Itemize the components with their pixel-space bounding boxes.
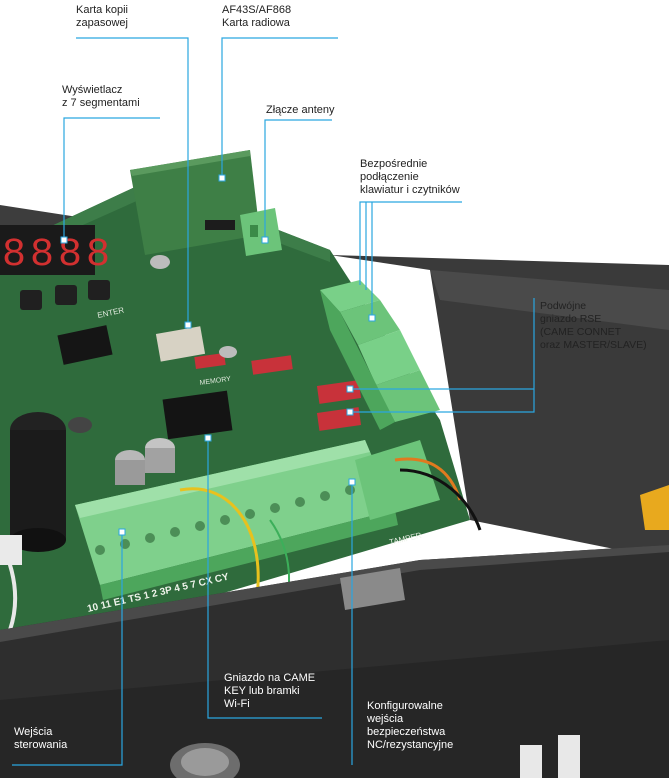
came-key-socket bbox=[162, 390, 233, 440]
yellow-wire bbox=[179, 487, 260, 611]
seven-segment-display: 8888 bbox=[0, 225, 114, 278]
push-buttons: ENTER bbox=[20, 280, 125, 320]
processor-chip bbox=[57, 325, 113, 365]
label-rse: Podwójne gniazdo RSE (CAME CONNET oraz M… bbox=[540, 300, 647, 351]
callout-lines bbox=[12, 37, 535, 766]
label-antenna: Złącze anteny bbox=[266, 104, 335, 116]
label-keypads: Bezpośrednie podłączenie klawiatur i czy… bbox=[360, 158, 460, 196]
orange-part bbox=[640, 485, 669, 530]
orange-wire bbox=[394, 457, 462, 501]
enclosure-back-wall bbox=[330, 255, 669, 560]
black-wire bbox=[399, 468, 482, 531]
backup-card-slot bbox=[155, 326, 206, 362]
metal-clip bbox=[340, 568, 405, 610]
label-backup-card: Karta kopii zapasowej bbox=[76, 4, 128, 29]
label-radio-card: AF43S/AF868 Karta radiowa bbox=[222, 4, 292, 29]
label-came-key: Gniazdo na CAME KEY lub bramki Wi-Fi bbox=[224, 672, 316, 710]
label-control-inputs: Wejścia sterowania bbox=[14, 726, 68, 751]
keypad-terminals bbox=[320, 280, 440, 430]
bottom-terminal-strip bbox=[75, 440, 398, 600]
red-connector bbox=[251, 355, 293, 375]
capacitors bbox=[10, 255, 237, 552]
memory-connector bbox=[194, 352, 226, 370]
callout-markers bbox=[60, 174, 376, 536]
enclosure-marking bbox=[520, 745, 542, 778]
label-safety-inputs: Konfigurowalne wejścia bezpieczeństwa NC… bbox=[367, 700, 454, 751]
memory-label: MEMORY bbox=[199, 376, 231, 387]
white-connector bbox=[0, 535, 22, 565]
display-digits: 8888 bbox=[2, 233, 114, 278]
antenna-connector bbox=[240, 208, 282, 256]
label-display: Wyświetlacz z 7 segmentami bbox=[62, 84, 140, 109]
